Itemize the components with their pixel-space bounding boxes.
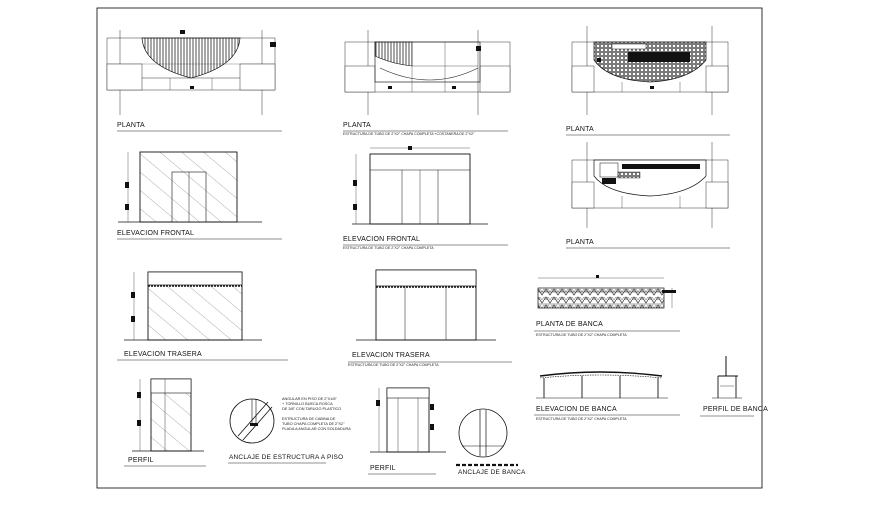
anclaje-banca-drawing [456, 408, 518, 467]
label-elevacion-banca: ELEVACION DE BANCA [536, 406, 617, 413]
label-elevacion-trasera-2: ELEVACION TRASERA [352, 352, 430, 359]
perfil-banca-drawing [712, 356, 742, 399]
label-perfil-banca: PERFIL DE BANCA [703, 406, 768, 413]
perfil-2-drawing [370, 387, 446, 453]
label-planta-2: PLANTA [343, 122, 371, 129]
planta-1-drawing [106, 30, 276, 115]
sheet-border [96, 7, 763, 489]
label-planta-3: PLANTA [566, 126, 594, 133]
anclaje-estructura-drawing [229, 398, 275, 444]
label-anclaje-banca: ANCLAJE DE BANCA [458, 469, 526, 476]
elevacion-trasera-2-drawing [356, 269, 496, 341]
anclaje-note-line: + TORNILLO BUECA ROSCA [282, 402, 333, 406]
note-elevacion-frontal-2: ESTRUCTURA DE TUBO DE 2"X2" CHAPA COMPLE… [343, 246, 434, 250]
note-planta-2: ESTRUCTURA DE TUBO DE 2"X2" CHAPA COMPLE… [343, 132, 475, 136]
note-elevacion-trasera-2: ESTRUCTURA DE TUBO DE 2"X2" CHAPA COMPLE… [348, 363, 439, 367]
label-elevacion-frontal-2: ELEVACION FRONTAL [343, 236, 421, 243]
label-perfil-1: PERFIL [128, 457, 154, 464]
label-planta-banca: PLANTA DE BANCA [536, 321, 604, 328]
label-perfil-2: PERFIL [370, 465, 396, 472]
note-planta-banca: ESTRUCTURA DE TUBO DE 2"X2" CHAPA COMPLE… [536, 333, 627, 337]
perfil-1-drawing [132, 378, 204, 452]
planta-2-drawing [344, 30, 511, 115]
label-planta-1: PLANTA [117, 122, 145, 129]
note-elevacion-banca: ESTRUCTURA DE TUBO DE 2"X2" CHAPA COMPLE… [536, 417, 627, 421]
label-anclaje-estructura: ANCLAJE DE ESTRUCTURA A PISO [229, 454, 344, 461]
anclaje-note-line: DE 3/8" CON TARUGO PLASTICO [282, 407, 342, 411]
anclaje-note-line: PLADA A ANGULAR CON SOLDADURA [282, 427, 351, 431]
elevacion-frontal-2-drawing [352, 146, 488, 225]
anclaje-note-line: TUBO CHAPA COMPLETA DE 2"X2" [282, 422, 345, 426]
label-planta-4: PLANTA [566, 239, 594, 246]
label-elevacion-trasera-1: ELEVACION TRASERA [124, 351, 202, 358]
elevacion-trasera-1-drawing [124, 271, 262, 341]
planta-banca-drawing [537, 275, 676, 309]
planta-4-drawing [571, 142, 729, 228]
elevacion-frontal-1-drawing [118, 151, 262, 223]
label-elevacion-frontal-1: ELEVACION FRONTAL [117, 230, 195, 237]
planta-3-drawing [571, 26, 729, 115]
anclaje-notes: ANGULAR EN PISO DE 2"X1/8" + TORNILLO BU… [282, 397, 351, 432]
anclaje-note-line: ANGULAR EN PISO DE 2"X1/8" [282, 397, 337, 401]
elevacion-banca-drawing [536, 371, 668, 399]
anclaje-note-line: ESTRUCTURA DE CABINA DE [282, 417, 336, 421]
